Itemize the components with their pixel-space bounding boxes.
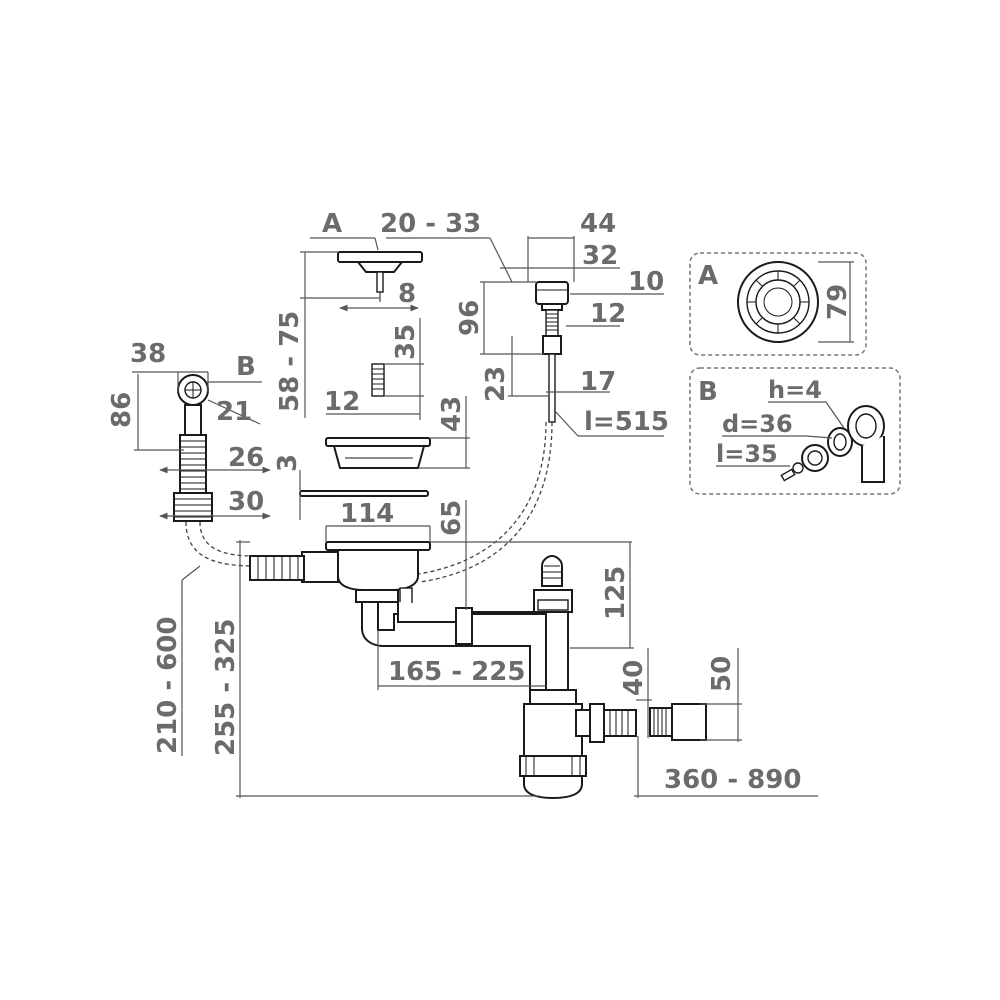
label-40: 40 <box>619 660 649 696</box>
detail-b-letter: B <box>698 377 718 407</box>
label-44: 44 <box>580 209 616 239</box>
dimension-labels: A 20 - 33 44 32 10 12 17 l=515 8 12 114 … <box>107 209 853 795</box>
gasket-ring <box>299 490 429 497</box>
label-12-mid: 12 <box>324 387 360 417</box>
dimension-lines <box>132 236 818 798</box>
label-10: 10 <box>628 267 664 297</box>
detail-b-d: d=36 <box>722 410 793 438</box>
label-58-75: 58 - 75 <box>275 311 305 412</box>
strainer-plug <box>337 251 423 302</box>
label-35: 35 <box>391 324 421 360</box>
bottle-siphon <box>519 689 707 800</box>
detail-a-box <box>689 252 867 356</box>
label-12-top: 12 <box>590 299 626 329</box>
label-38: 38 <box>130 339 166 369</box>
label-360-890: 360 - 890 <box>664 765 801 795</box>
label-callout-a: A <box>322 209 342 239</box>
detail-b-l: l=35 <box>716 440 778 468</box>
label-17: 17 <box>580 367 616 397</box>
overflow-assembly <box>173 374 213 522</box>
label-114: 114 <box>340 499 394 529</box>
label-43: 43 <box>437 396 467 432</box>
label-callout-b: B <box>236 352 256 382</box>
label-8: 8 <box>398 279 416 309</box>
spring-part <box>371 363 385 397</box>
drain-outlet-body <box>249 541 431 605</box>
label-l515: l=515 <box>584 407 669 437</box>
remote-control-button <box>417 281 569 583</box>
label-255-325: 255 - 325 <box>211 619 241 756</box>
label-30: 30 <box>228 487 264 517</box>
detail-a-dim-79: 79 <box>823 284 853 320</box>
label-50: 50 <box>707 656 737 692</box>
label-21: 21 <box>216 397 252 427</box>
label-3: 3 <box>273 454 303 472</box>
label-210-600: 210 - 600 <box>153 617 183 754</box>
label-165-225: 165 - 225 <box>388 657 525 687</box>
detail-b-h: h=4 <box>768 376 822 404</box>
label-86: 86 <box>107 392 137 428</box>
label-26: 26 <box>228 443 264 473</box>
label-23: 23 <box>481 366 511 402</box>
overflow-hose-route <box>185 521 256 567</box>
label-125: 125 <box>601 566 631 620</box>
label-32: 32 <box>582 241 618 271</box>
detail-a-letter: A <box>698 261 718 291</box>
label-65: 65 <box>437 500 467 536</box>
label-20-33: 20 - 33 <box>380 209 481 239</box>
drain-pipe-run <box>361 554 573 693</box>
detail-b-box <box>689 367 901 495</box>
strainer-bowl <box>325 437 431 469</box>
label-96: 96 <box>455 300 485 336</box>
